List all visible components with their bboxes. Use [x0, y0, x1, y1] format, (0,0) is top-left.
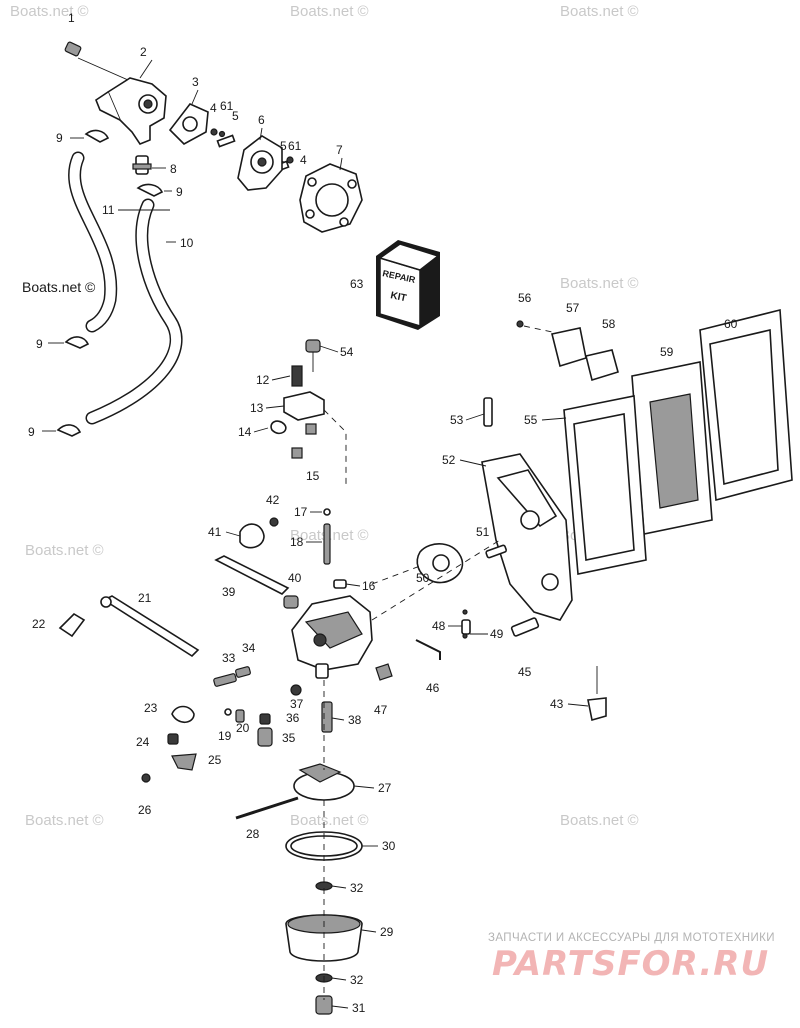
branding-logo: PARTSFOR.RU [492, 944, 770, 984]
branding-tagline: ЗАПЧАСТИ И АКСЕССУАРЫ ДЛЯ МОТОТЕХНИКИ [488, 932, 775, 944]
callout-9b: 9 [176, 185, 183, 199]
callout-9c: 9 [36, 337, 43, 351]
callout-19: 19 [218, 729, 232, 743]
callout-6: 6 [258, 113, 265, 127]
callout-61b: 61 [288, 139, 302, 153]
callout-4a: 4 [210, 101, 217, 115]
callout-32b: 32 [350, 973, 364, 987]
callout-11: 11 [102, 203, 115, 217]
callout-2: 2 [140, 45, 147, 59]
callout-10: 10 [180, 236, 194, 250]
throttle-clamp-group [270, 339, 347, 484]
callout-45: 45 [518, 665, 532, 679]
callout-36: 36 [286, 711, 300, 725]
callout-labels: 1 2 3 4 61 5 6 5 61 4 7 8 9 9 9 9 11 10 … [28, 11, 738, 1015]
callout-17: 17 [294, 505, 308, 519]
callout-24: 24 [136, 735, 150, 749]
callout-51: 51 [476, 525, 490, 539]
callout-34: 34 [242, 641, 256, 655]
callout-16: 16 [362, 579, 376, 593]
carburetor-body-group [58, 508, 393, 1015]
callout-13: 13 [250, 401, 264, 415]
callout-50: 50 [416, 571, 430, 585]
watermark: Boats.net © [25, 812, 104, 829]
hose-clamp [84, 129, 110, 143]
gasket-part-7 [299, 163, 363, 233]
callout-32a: 32 [350, 881, 364, 895]
callout-35: 35 [282, 731, 296, 745]
watermark-dark: Boats.net © [22, 279, 96, 295]
pump-body-part-2 [95, 77, 167, 145]
callout-21: 21 [138, 591, 152, 605]
callout-8: 8 [170, 162, 177, 176]
callout-57: 57 [566, 301, 580, 315]
callout-61a: 61 [220, 99, 234, 113]
callout-4b: 4 [300, 153, 307, 167]
callout-22: 22 [32, 617, 46, 631]
callout-12: 12 [256, 373, 270, 387]
callout-30: 30 [382, 839, 396, 853]
callout-31: 31 [352, 1001, 366, 1015]
callout-9d: 9 [28, 425, 35, 439]
callout-33: 33 [222, 651, 236, 665]
watermark: Boats.net © [560, 275, 639, 292]
diaphragm-part-3 [168, 103, 209, 145]
repair-kit-box-part-63: REPAIR KIT [376, 240, 440, 330]
callout-3: 3 [192, 75, 199, 89]
callout-20: 20 [236, 721, 250, 735]
callout-28: 28 [246, 827, 260, 841]
watermarks: Boats.net © Boats.net © Boats.net © Boat… [10, 3, 639, 829]
callout-49: 49 [490, 627, 504, 641]
callout-14: 14 [238, 425, 252, 439]
callout-46: 46 [426, 681, 440, 695]
callout-63: 63 [350, 277, 364, 291]
callout-15: 15 [306, 469, 320, 483]
callout-27: 27 [378, 781, 392, 795]
callout-18: 18 [290, 535, 304, 549]
watermark: Boats.net © [25, 542, 104, 559]
hose-clamp [136, 183, 164, 197]
callout-25: 25 [208, 753, 222, 767]
callout-38: 38 [348, 713, 362, 727]
watermark: Boats.net © [10, 3, 89, 20]
callout-60: 60 [724, 317, 738, 331]
callout-5b: 5 [280, 139, 287, 153]
hose-clamp [56, 424, 82, 437]
fitting-part-8 [132, 155, 166, 175]
callout-55: 55 [524, 413, 538, 427]
callout-29: 29 [380, 925, 394, 939]
screw-part-1 [64, 41, 129, 81]
callout-48: 48 [432, 619, 446, 633]
callout-43: 43 [550, 697, 564, 711]
callout-42: 42 [266, 493, 280, 507]
callout-47: 47 [374, 703, 388, 717]
watermark: Boats.net © [290, 3, 369, 20]
callout-26: 26 [138, 803, 152, 817]
callout-37: 37 [290, 697, 304, 711]
fuel-pump-assembly [64, 41, 363, 233]
callout-53: 53 [450, 413, 464, 427]
callout-52: 52 [442, 453, 456, 467]
intake-plate-group [371, 308, 793, 722]
pump-base-part-6 [237, 135, 283, 191]
callout-40: 40 [288, 571, 302, 585]
callout-39: 39 [222, 585, 236, 599]
callout-1: 1 [68, 11, 75, 25]
kit-label-line2: KIT [389, 290, 407, 304]
watermark: Boats.net © [290, 812, 369, 829]
callout-23: 23 [144, 701, 158, 715]
callout-9a: 9 [56, 131, 63, 145]
callout-54: 54 [340, 345, 354, 359]
callout-7: 7 [336, 143, 343, 157]
callout-56: 56 [518, 291, 532, 305]
callout-5a: 5 [232, 109, 239, 123]
watermark: Boats.net © [560, 3, 639, 20]
callout-58: 58 [602, 317, 616, 331]
fuel-hoses [42, 129, 183, 437]
watermark: Boats.net © [560, 812, 639, 829]
callout-41: 41 [208, 525, 222, 539]
hose-clamp [64, 336, 90, 349]
callout-59: 59 [660, 345, 674, 359]
